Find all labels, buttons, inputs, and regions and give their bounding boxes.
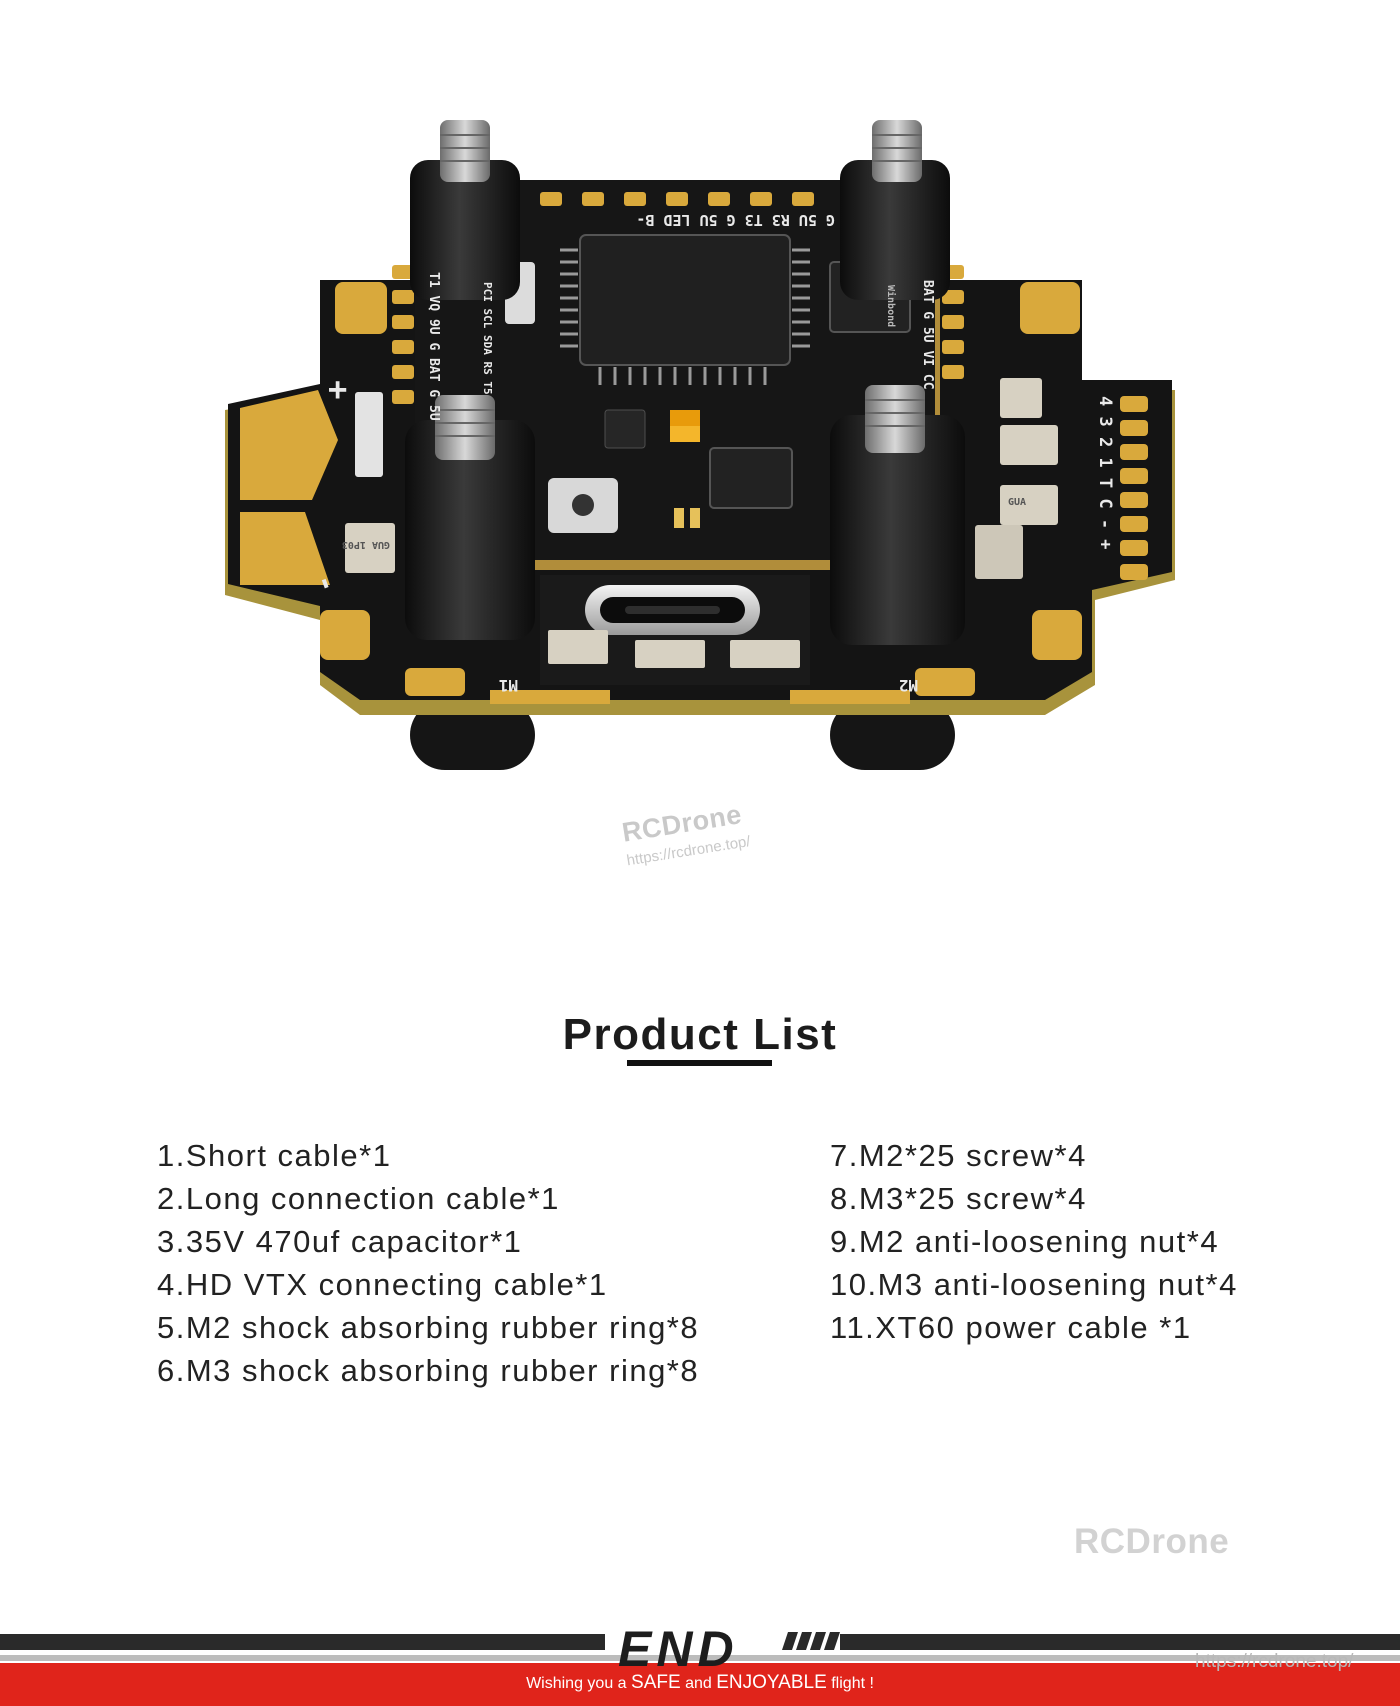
esc-side-pins [1120,396,1148,580]
watermark-brand-2: RCDrone [1074,1522,1230,1561]
footer-msg-and: and [685,1675,712,1692]
footer-msg-enjoyable: ENJOYABLE [716,1672,827,1693]
list-item: 4.HD VTX connecting cable*1 [157,1267,608,1302]
footer-message: Wishing you a SAFE and ENJOYABLE flight … [0,1672,1400,1694]
silk-plus: + [328,370,347,408]
section-header: Product List [0,1010,1400,1060]
list-item: 5.M2 shock absorbing rubber ring*8 [157,1310,700,1345]
list-item: 9.M2 anti-loosening nut*4 [830,1224,1220,1259]
list-item: 8.M3*25 screw*4 [830,1181,1087,1216]
bottom-standoff-right [830,700,955,770]
bottom-standoff-left [410,700,535,770]
section-title: Product List [562,1010,838,1059]
silk-left-row1: T1 VQ 9U G BAT G 5U [426,272,441,421]
fc-top-pads [540,192,814,206]
gyro-chip [709,447,793,509]
silk-m2: M2 [899,676,918,695]
standoff-top-right [840,120,950,300]
list-item: 1.Short cable*1 [157,1138,392,1173]
end-logo: END [618,1621,739,1677]
standoff-bottom-right [830,385,965,645]
product-image: G 5U R3 T3 G 5U LED B- T1 VQ 9U G BAT G … [225,120,1175,770]
esc-gold-pads [240,282,1082,696]
footer-left-bar [0,1634,605,1650]
silk-right-pins: 4 3 2 1 T C - + [1095,396,1115,550]
silk-m1: M1 [499,676,518,695]
footer-msg-safe: SAFE [631,1672,681,1693]
list-item: 3.35V 470uf capacitor*1 [157,1224,523,1259]
list-item: 2.Long connection cable*1 [157,1181,560,1216]
footer-stripes-icon [782,1632,840,1650]
list-item: 11.XT60 power cable *1 [830,1310,1192,1345]
fc-left-pads [392,265,414,404]
product-list-left: 1.Short cable*1 2.Long connection cable*… [157,1134,699,1392]
footer-msg-suffix: flight ! [831,1675,874,1692]
esc-capacitors [345,378,1058,579]
standoff-bottom-left [405,395,535,640]
silk-cap2: GUA [1008,497,1026,508]
list-item: 6.M3 shock absorbing rubber ring*8 [157,1353,700,1388]
mcu-chip [579,234,791,366]
footer-banner [0,1632,1400,1706]
silk-chip-brand: Winbond [885,285,897,327]
product-list-right: 7.M2*25 screw*4 8.M3*25 screw*4 9.M2 ant… [830,1134,1238,1349]
silk-top-row: G 5U R3 T3 G 5U LED B- [636,211,835,229]
footer-msg-prefix: Wishing you a [526,1675,627,1692]
list-item: 7.M2*25 screw*4 [830,1138,1087,1173]
standoff-top-left [410,120,520,300]
footer-right-bar [840,1634,1400,1650]
silk-right-row: BAT G 5U VI CC [920,280,935,390]
silk-cap1: GUA 1P03 [342,539,390,550]
list-item: 10.M3 anti-loosening nut*4 [830,1267,1238,1302]
footer-red-band [0,1663,1400,1706]
title-underline [627,1060,772,1066]
footer-url: https://rcdrone.top/ [1195,1651,1354,1672]
silk-left-row2: PCI SCL SDA RS T5 [481,282,494,395]
